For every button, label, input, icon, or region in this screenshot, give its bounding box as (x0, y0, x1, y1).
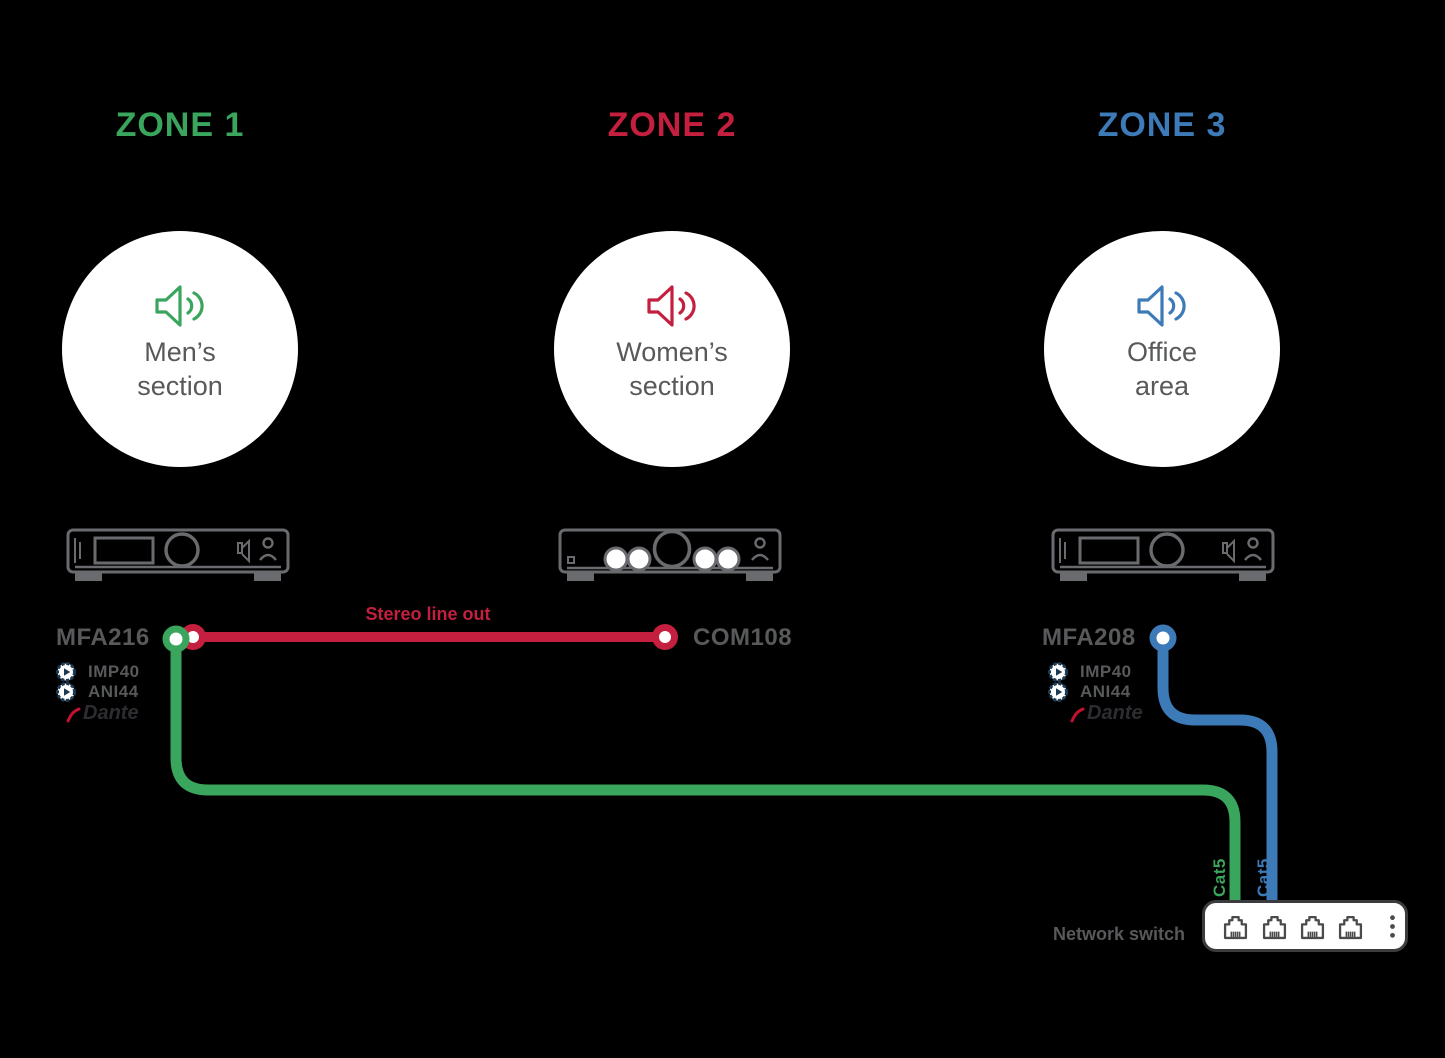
network-switch (1202, 900, 1408, 952)
device-label-mfa208: MFA208 (1042, 624, 1136, 651)
zone-3-area-name: Office area (1126, 337, 1198, 401)
rj45-port-icon (1223, 915, 1248, 940)
module-row-imp40: IMP40 (55, 661, 140, 683)
blue-endpoint-dot (1149, 624, 1177, 652)
cat5-label-green: Cat5 (1210, 858, 1229, 897)
dante-logo: Dante (1070, 702, 1143, 725)
module-label: ANI44 (1080, 682, 1131, 701)
zone-2-area-name: Women’s section (616, 337, 728, 401)
red-endpoint-dot-right (652, 624, 678, 650)
device-label-com108: COM108 (693, 624, 793, 651)
cat5-label-blue: Cat5 (1254, 858, 1273, 897)
speaker-icon (1137, 285, 1186, 327)
zone-1-area-name: Men’s section (137, 337, 223, 401)
media-player-icon (56, 662, 76, 682)
module-row-imp40: IMP40 (1047, 661, 1132, 683)
green-endpoint-dot (162, 625, 190, 653)
network-switch-label: Network switch (1052, 924, 1185, 944)
device-label-mfa216: MFA216 (56, 624, 150, 651)
rj45-port-icon (1262, 915, 1287, 940)
dante-logo: Dante (66, 702, 139, 725)
stereo-line-out-label: Stereo line out (365, 604, 491, 624)
zone-1-title: ZONE 1 (115, 106, 245, 144)
dante-mark-icon (1070, 707, 1085, 722)
mixer-illustration-com108 (557, 527, 783, 590)
speaker-icon (155, 285, 204, 327)
module-label: IMP40 (88, 662, 140, 681)
zone-2-area-circle: Women’s section (554, 231, 790, 467)
zone-3-area-circle: Office area (1044, 231, 1280, 467)
zone-3-title: ZONE 3 (1097, 106, 1227, 144)
rj45-port-icon (1338, 915, 1363, 940)
speaker-icon (647, 285, 696, 327)
rj45-port-icon (1300, 915, 1325, 940)
module-row-ani44: ANI44 (1047, 681, 1131, 703)
zone-1-area-circle: Men’s section (62, 231, 298, 467)
amplifier-illustration-mfa208 (1050, 527, 1276, 590)
red-endpoint-dot-left (180, 624, 206, 650)
media-player-icon (56, 682, 76, 702)
zone-2-title: ZONE 2 (607, 106, 737, 144)
more-ports-ellipsis-icon (1390, 915, 1395, 938)
dante-mark-icon (66, 707, 81, 722)
module-label: IMP40 (1080, 662, 1132, 681)
module-row-ani44: ANI44 (55, 681, 139, 703)
module-label: ANI44 (88, 682, 139, 701)
amplifier-illustration-mfa216 (65, 527, 291, 590)
media-player-icon (1048, 682, 1068, 702)
media-player-icon (1048, 662, 1068, 682)
